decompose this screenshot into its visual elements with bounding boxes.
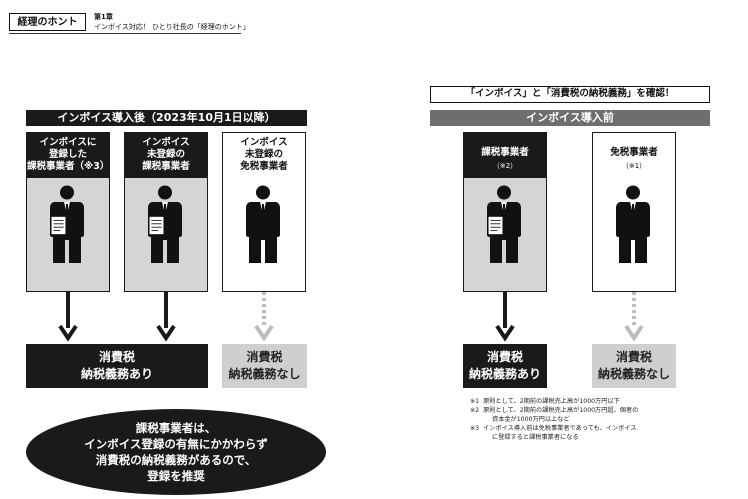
header-subtitle: インボイス対応！ ひとり社長の「経理のホント」 <box>94 23 250 31</box>
footnotes: ※1 原則として、2期前の課税売上高が1000万円以下 ※2 原則として、2期前… <box>470 397 700 442</box>
header-chapter: 第1章 <box>94 13 113 21</box>
oval-line: 登録を推奨 <box>147 469 205 483</box>
card-title: インボイスに 登録した 課税事業者（※3） <box>27 137 110 172</box>
invoice-document-icon <box>50 215 67 236</box>
card-note: （※2） <box>492 162 518 170</box>
footnote: ※3 インボイス導入前は免税事業者であっても、インボイス <box>470 425 637 432</box>
card-unregistered-taxable: インボイス 未登録の 課税事業者 <box>124 132 208 292</box>
footnote-continued: 資本金が1000万円以上など <box>492 416 570 423</box>
card-taxable-before: 課税事業者 （※2） <box>463 132 547 292</box>
arrow-down-icon <box>58 324 78 342</box>
person-icon <box>613 185 653 265</box>
dotted-arrow-down-icon <box>624 324 644 342</box>
card-unregistered-exempt: インボイス 未登録の 免税事業者 <box>222 132 306 292</box>
result-tax-obligation-no: 消費税 納税義務なし <box>222 344 307 388</box>
invoice-document-icon <box>487 215 504 236</box>
before-invoice-banner: インボイス導入前 <box>430 110 710 126</box>
confirm-banner: 「インボイス」と「消費税の納税義務」を確認！ <box>430 86 710 103</box>
result-tax-obligation-yes: 消費税 納税義務あり <box>26 344 208 388</box>
card-note: （※1） <box>621 162 647 170</box>
oval-line: インボイス登録の有無にかかわらず <box>84 437 268 451</box>
footnote: ※1 原則として、2期前の課税売上高が1000万円以下 <box>470 398 620 405</box>
footnote: ※2 原則として、2期前の課税売上高が1000万円超、個者の <box>470 407 639 414</box>
card-title: インボイス 未登録の 免税事業者 <box>240 137 288 172</box>
result-tax-obligation-no: 消費税 納税義務なし <box>592 344 676 388</box>
card-title: インボイス 未登録の 課税事業者 <box>142 137 190 172</box>
oval-line: 消費税の納税義務があるので、 <box>95 453 257 467</box>
header-badge: 経理のホント <box>9 13 86 31</box>
card-title: 課税事業者 <box>481 147 529 158</box>
card-registered-taxable: インボイスに 登録した 課税事業者（※3） <box>26 132 110 292</box>
oval-line: 課税事業者は、 <box>135 421 217 435</box>
left-arrows <box>58 292 274 342</box>
right-arrows <box>495 292 644 342</box>
footnote-continued: に登録すると課税事業者になる <box>492 434 579 441</box>
person-icon <box>243 185 283 265</box>
card-exempt-before: 免税事業者 （※1） <box>592 132 676 292</box>
recommendation-oval: 課税事業者は、 インボイス登録の有無にかかわらず 消費税の納税義務があるので、 … <box>26 409 326 495</box>
arrow-down-icon <box>495 324 515 342</box>
header-rule <box>9 33 241 34</box>
after-invoice-banner: インボイス導入後（2023年10月1日以降） <box>26 110 307 126</box>
result-tax-obligation-yes: 消費税 納税義務あり <box>463 344 547 388</box>
card-title: 免税事業者 <box>610 147 658 158</box>
dotted-arrow-down-icon <box>254 324 274 342</box>
arrow-down-icon <box>156 324 176 342</box>
invoice-document-icon <box>148 215 165 236</box>
